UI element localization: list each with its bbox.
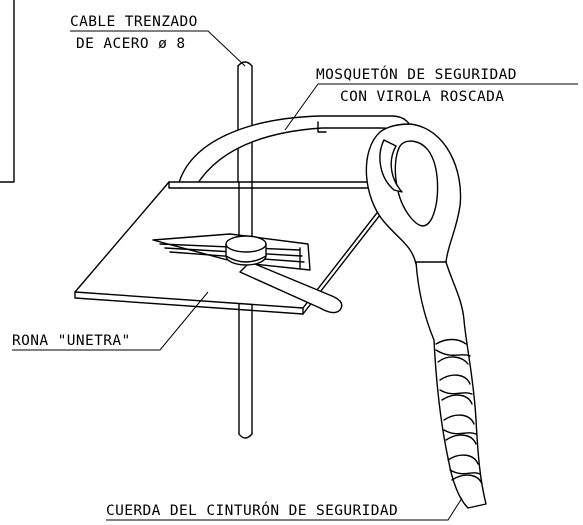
rope-eye [365,123,462,265]
label-carabiner-line1: MOSQUETÓN DE SEGURIDAD [316,65,517,83]
lever-handle [239,261,343,314]
drawing-frame [0,0,15,183]
clamp-head [225,235,267,266]
label-washer: RONA "UNETRA" [12,333,131,349]
label-rope: CUERDA DEL CINTURÓN DE SEGURIDAD [106,501,398,519]
leader-lines [12,30,578,521]
safety-belt-rope [415,261,487,509]
label-carabiner-line2: CON VIROLA ROSCADA [340,89,504,105]
label-cable-line2: DE ACERO ø 8 [76,36,186,52]
label-cable-line1: CABLE TRENZADO [70,14,198,30]
